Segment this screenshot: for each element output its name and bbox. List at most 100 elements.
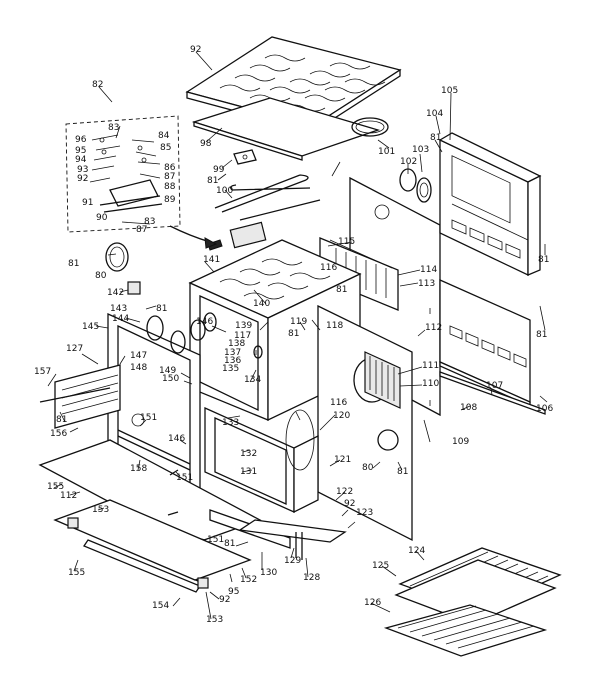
part-label: 157 (34, 367, 51, 377)
part-label: 134 (244, 375, 261, 385)
front-bar (83, 539, 201, 593)
part-label: 85 (160, 143, 171, 153)
part-label: 105 (441, 86, 458, 96)
part-label: 81 (536, 330, 547, 340)
part-label: 130 (260, 568, 277, 578)
part-label: 95 (75, 146, 86, 156)
part-label: 88 (164, 182, 176, 192)
small-parts (67, 281, 263, 589)
part-label: 119 (290, 317, 307, 327)
part-label: 110 (422, 379, 439, 389)
oven-racks (383, 547, 562, 657)
part-label: 118 (326, 321, 343, 331)
part-label: 92 (190, 45, 201, 55)
part-label: 82 (92, 80, 103, 90)
part-label: 127 (66, 344, 83, 354)
part-label: 151 (140, 413, 157, 423)
part-label: 87 (136, 225, 147, 235)
part-label: 155 (47, 482, 64, 492)
part-label: 113 (418, 279, 435, 289)
lower-rear-cover (439, 278, 531, 408)
part-label: 153 (206, 615, 223, 625)
part-label: 126 (364, 598, 381, 608)
part-label: 120 (333, 411, 350, 421)
part-label: 146 (196, 317, 213, 327)
part-label: 124 (408, 546, 425, 556)
part-label: 140 (253, 299, 270, 309)
part-label: 112 (60, 491, 77, 501)
part-label: 108 (460, 403, 477, 413)
part-label: 83 (144, 217, 155, 227)
part-label: 117 (234, 331, 251, 341)
shelf-rack (39, 364, 121, 429)
broil-element (207, 174, 321, 251)
part-label: 154 (152, 601, 169, 611)
part-label: 136 (224, 356, 241, 366)
part-label: 90 (96, 213, 108, 223)
part-label: 133 (222, 418, 239, 428)
part-label: 81 (430, 133, 441, 143)
lower-cavity (204, 406, 319, 514)
part-label: 146 (168, 434, 185, 444)
part-label: 111 (422, 361, 439, 371)
gasket-ring (351, 117, 389, 137)
part-label: 104 (426, 109, 443, 119)
part-label: 93 (77, 165, 88, 175)
part-label: 137 (224, 348, 241, 358)
part-label: 81 (56, 415, 67, 425)
part-label: 148 (130, 363, 147, 373)
insulation-pad (191, 97, 381, 161)
part-label: 106 (536, 404, 553, 414)
part-label: 132 (240, 449, 257, 459)
leader-lines (47, 51, 548, 620)
part-label: 81 (336, 285, 347, 295)
part-label: 145 (82, 322, 99, 332)
part-label: 83 (108, 123, 119, 133)
part-label: 101 (378, 147, 395, 157)
part-label: 129 (284, 556, 301, 566)
part-label: 80 (95, 271, 107, 281)
part-label: 81 (538, 255, 549, 265)
part-label: 155 (68, 568, 85, 578)
part-label: 138 (228, 339, 245, 349)
part-label: 89 (164, 195, 176, 205)
part-label: 87 (164, 172, 175, 182)
part-label: 92 (219, 595, 230, 605)
part-label: 139 (235, 321, 252, 331)
rear-vent-cover (438, 132, 542, 277)
part-label: 151 (176, 473, 193, 483)
part-label: 99 (213, 165, 225, 175)
part-label: 109 (452, 437, 469, 447)
part-label: 143 (110, 304, 127, 314)
part-label: 114 (420, 265, 437, 275)
part-label: 112 (425, 323, 442, 333)
small-bracket (233, 149, 257, 165)
part-label: 158 (130, 464, 147, 474)
rear-fittings (399, 168, 432, 203)
part-label: 86 (164, 163, 176, 173)
part-label: 115 (338, 237, 355, 247)
part-label: 81 (68, 259, 79, 269)
detail-box (65, 115, 218, 249)
part-label: 81 (224, 539, 235, 549)
part-label: 81 (288, 329, 299, 339)
part-label: 156 (50, 429, 67, 439)
part-label: 153 (92, 505, 109, 515)
part-labels: 92 98 99 81 100 101 102 103 81 105 104 8… (34, 45, 553, 625)
part-label: 123 (356, 508, 373, 518)
part-label: 125 (372, 561, 389, 571)
ring-left (105, 242, 129, 272)
part-label: 149 (159, 366, 176, 376)
part-label: 81 (397, 467, 408, 477)
flue-duct (364, 351, 401, 409)
part-label: 142 (107, 288, 124, 298)
top-panel (185, 36, 402, 134)
base-plate (238, 519, 347, 560)
part-label: 80 (362, 463, 374, 473)
part-label: 131 (240, 467, 257, 477)
part-label: 91 (82, 198, 93, 208)
part-label: 135 (222, 364, 239, 374)
part-label: 150 (162, 374, 179, 384)
